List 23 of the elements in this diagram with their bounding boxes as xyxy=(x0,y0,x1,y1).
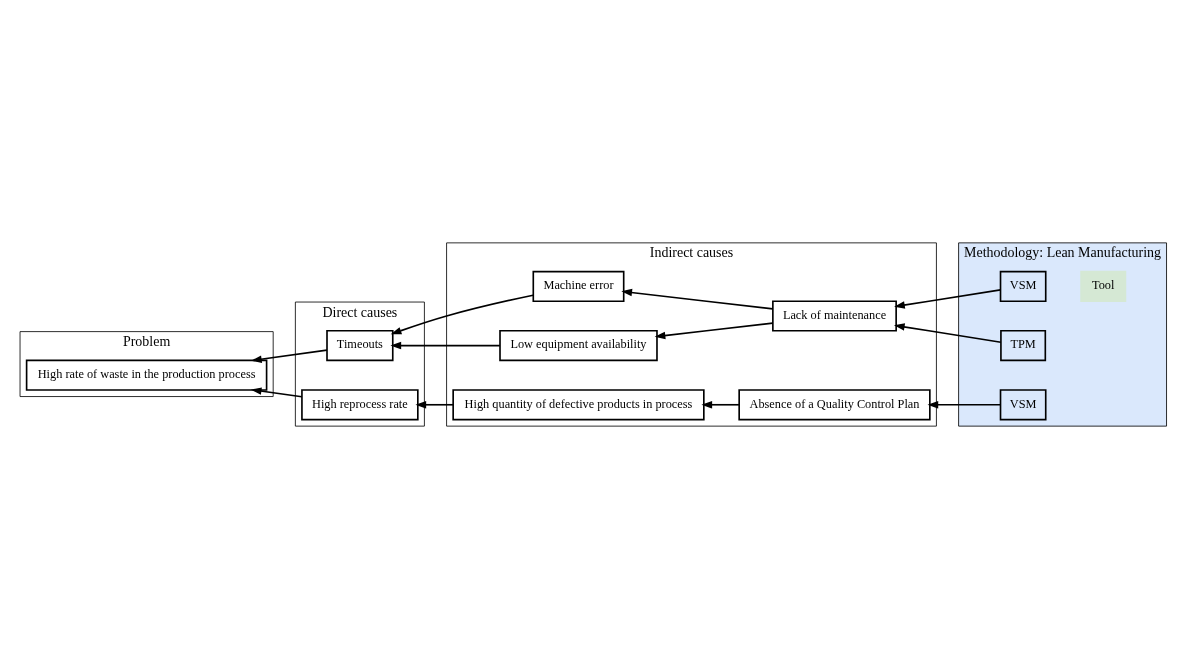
node-box: VSM xyxy=(999,270,1047,302)
arrow xyxy=(893,322,1002,343)
arrow xyxy=(927,400,1002,408)
node-box: High reprocess rate xyxy=(301,388,419,420)
node-box: Timeouts xyxy=(326,329,394,361)
arrow xyxy=(415,400,454,408)
arrow xyxy=(390,293,534,334)
arrow xyxy=(654,321,774,339)
arrow xyxy=(621,288,774,310)
arrow xyxy=(701,400,740,408)
node-box: Lack of maintenance xyxy=(772,299,897,332)
node-box: Tool xyxy=(1080,270,1127,302)
arrow xyxy=(251,348,328,363)
node-box: Absence of a Quality Control Plan xyxy=(738,388,931,420)
arrow xyxy=(894,288,1002,309)
node-box: High quantity of defective products in process xyxy=(452,388,705,420)
node-box: Machine error xyxy=(532,270,625,302)
arrow xyxy=(390,341,501,349)
arrow xyxy=(250,386,303,398)
node-box: High rate of waste in the production process xyxy=(25,359,268,391)
node-box: TPM xyxy=(1000,329,1047,361)
node-box: VSM xyxy=(999,388,1047,420)
node-box: Low equipment availability xyxy=(499,329,658,361)
